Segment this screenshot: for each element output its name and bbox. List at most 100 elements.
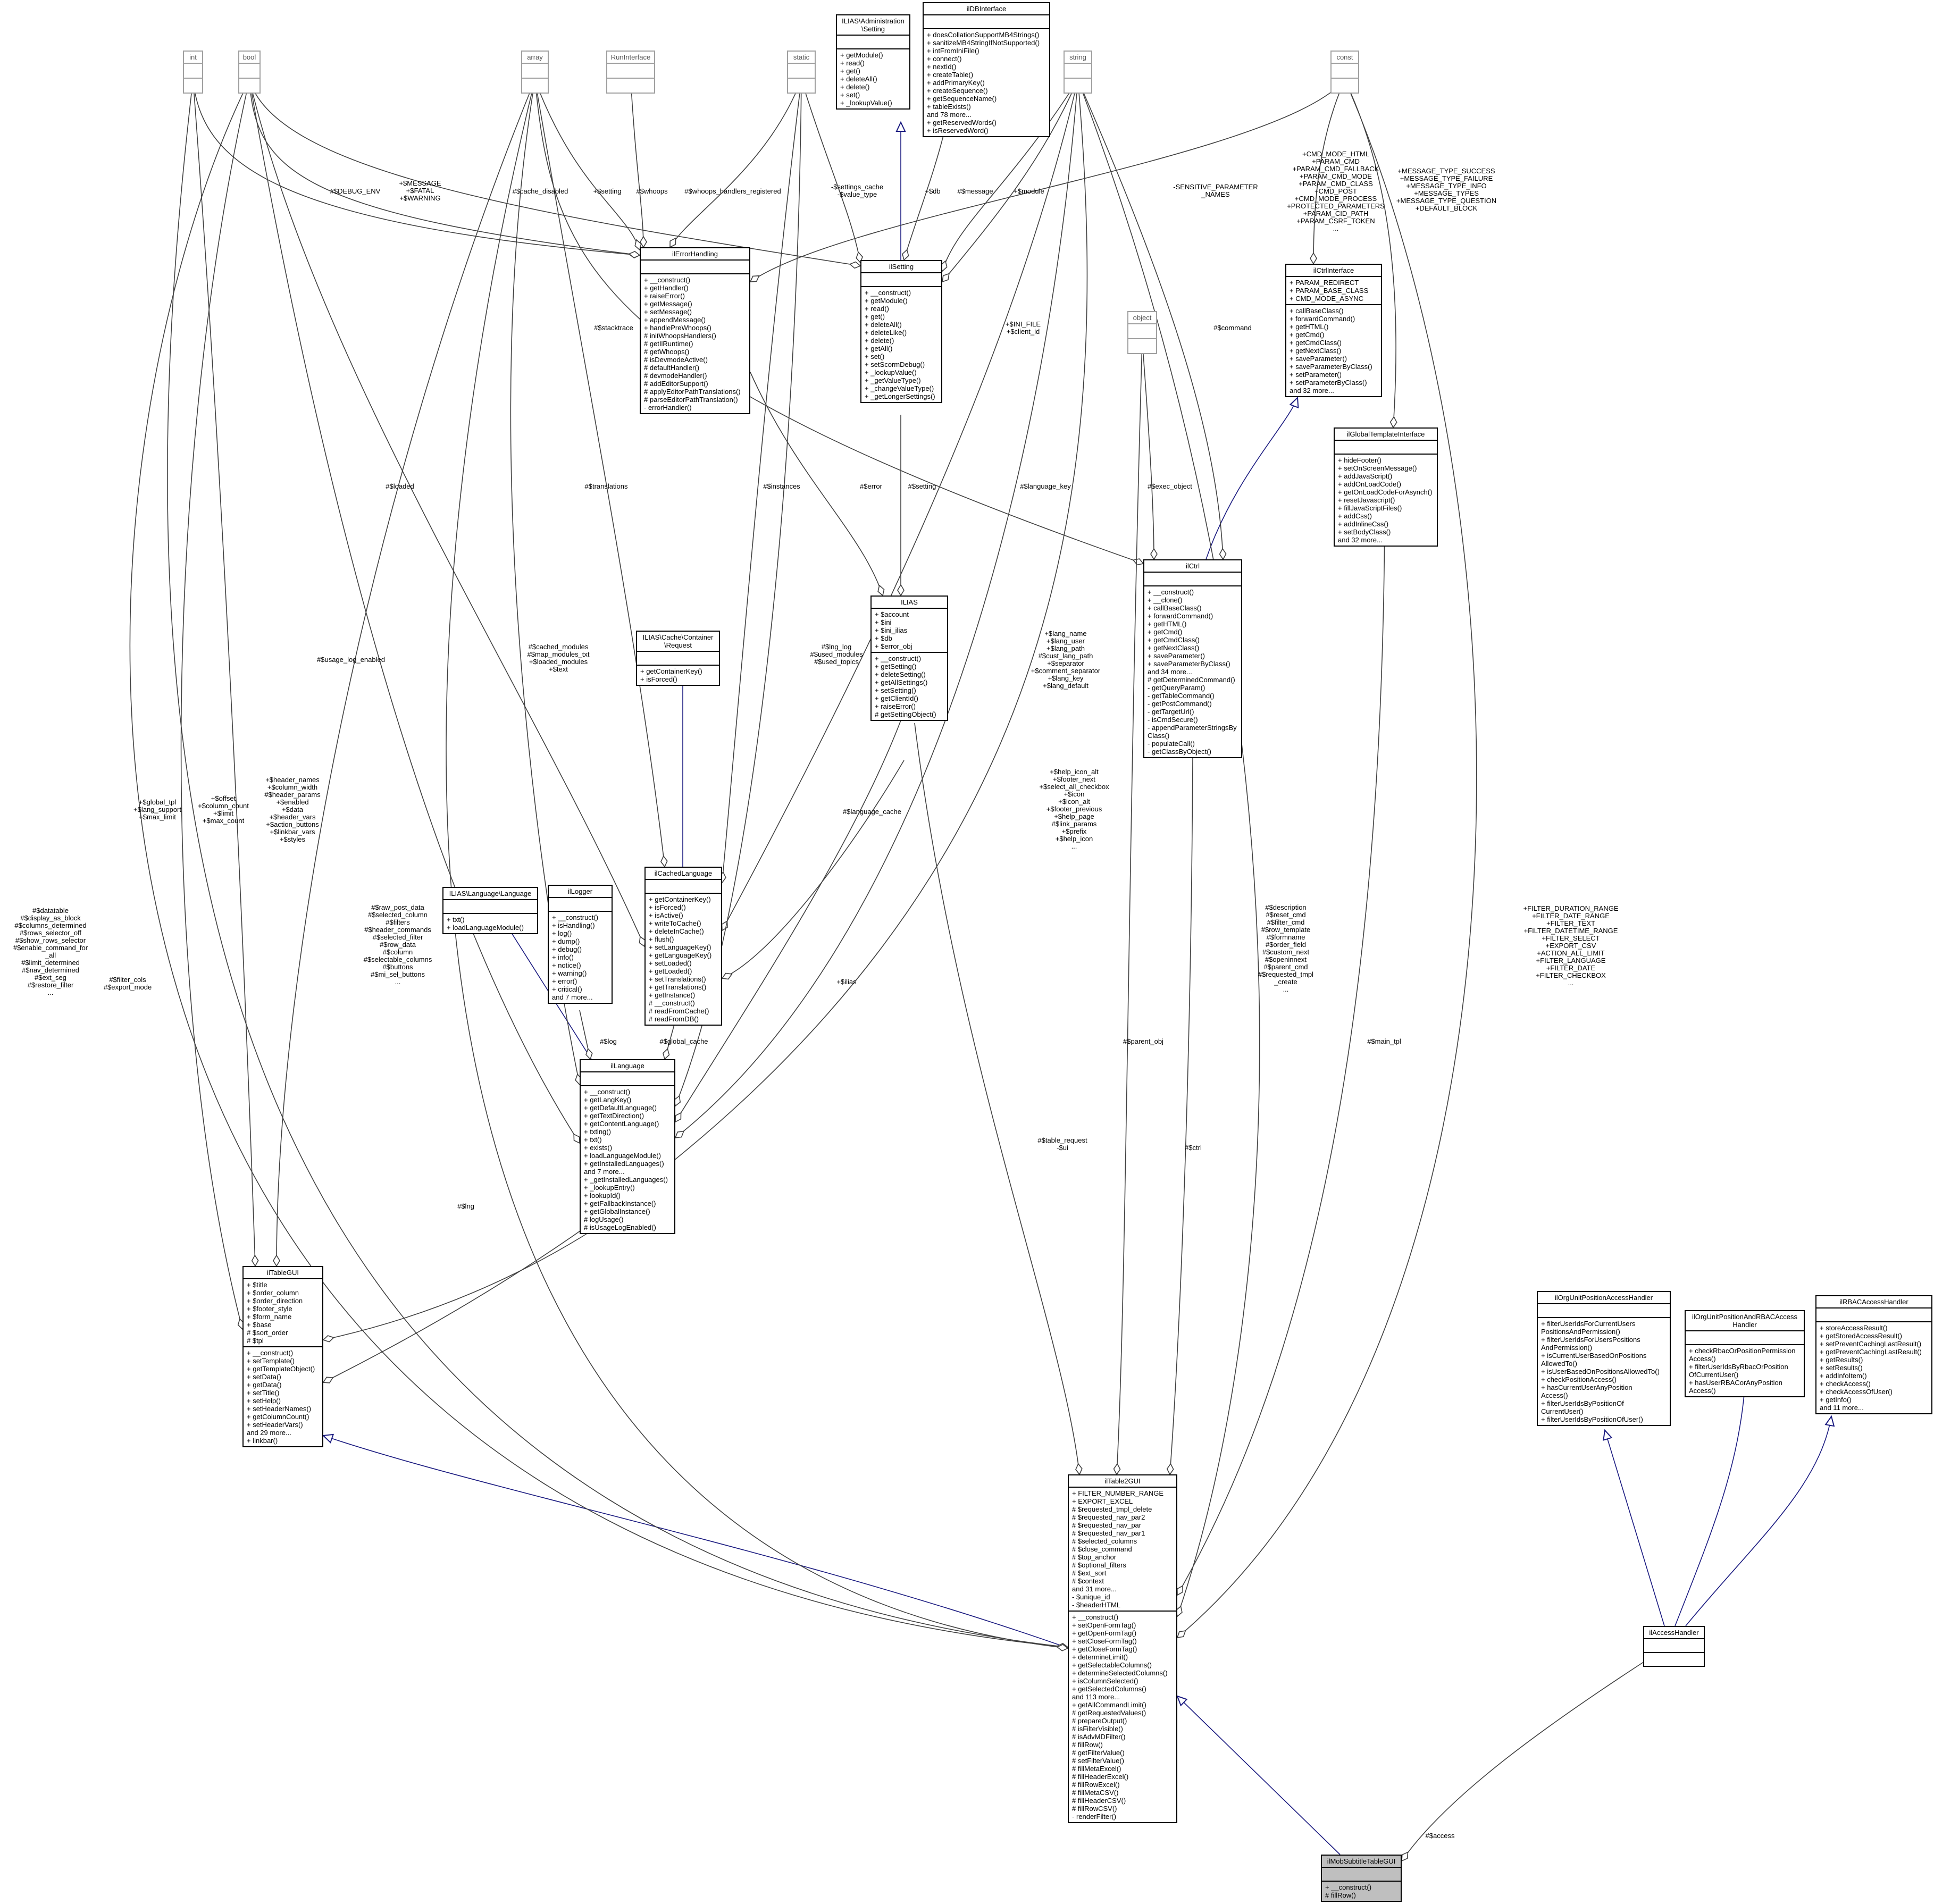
class-method: + setCloseFormTag() (1072, 1637, 1137, 1645)
class-method: + notice() (552, 961, 581, 969)
class-runinterface[interactable]: RunInterface (606, 51, 655, 94)
class-ilorgunitpositionaccesshandler[interactable]: ilOrgUnitPositionAccessHandler + filterU… (1537, 1291, 1671, 1426)
class-ilias[interactable]: ILIAS + $account+ $ini+ $ini_ilias+ $db+… (870, 595, 948, 721)
class-method: + storeAccessResult() (1820, 1324, 1888, 1332)
class-method: # readFromCache() (649, 1007, 709, 1015)
attributes-section (1686, 1330, 1804, 1344)
class-const[interactable]: const (1330, 51, 1359, 94)
attributes-section (1644, 1638, 1704, 1652)
class-iltablegui[interactable]: ilTableGUI + $title+ $order_column+ $ord… (242, 1266, 323, 1447)
attributes-section (607, 63, 654, 78)
edge-label: -$settings_cache -$value_type (831, 183, 884, 198)
class-method: + getStoredAccessResult() (1820, 1332, 1902, 1340)
class-method: + filterUserIdsByPositionOf CurrentUser(… (1541, 1399, 1624, 1415)
class-method: + deleteAll() (865, 321, 902, 329)
class-title: ILIAS\Language\Language (449, 890, 532, 898)
class-method: + _lookupEntry() (584, 1184, 635, 1192)
class-attribute: # $top_anchor (1072, 1553, 1117, 1561)
class-admin-setting[interactable]: ILIAS\Administration \Setting + getModul… (836, 14, 910, 110)
attributes-section (1332, 63, 1358, 78)
attributes-section (837, 35, 909, 48)
class-method: + getSequenceName() (927, 95, 997, 103)
class-ilcachedlanguage[interactable]: ilCachedLanguage + getContainerKey()+ is… (644, 867, 722, 1026)
class-ilctrlinterface[interactable]: ilCtrlInterface + PARAM_REDIRECT+ PARAM_… (1285, 264, 1382, 397)
class-ilrbacaccesshandler[interactable]: ilRBACAccessHandler + storeAccessResult(… (1815, 1295, 1932, 1414)
class-illogger[interactable]: ilLogger + __construct()+ isHandling()+ … (548, 885, 613, 1004)
class-title: const (1336, 53, 1353, 61)
association-edge (904, 122, 947, 260)
class-method: + _getValueType() (865, 376, 921, 384)
association-edge (1117, 340, 1143, 1474)
class-method: + setScormDebug() (865, 360, 925, 368)
class-title: ILIAS\Administration \Setting (842, 17, 905, 33)
class-attribute: + $ini_ilias (875, 626, 908, 634)
class-method: # fillRow() (1072, 1741, 1103, 1749)
class-cache-request[interactable]: ILIAS\Cache\Container \Request + getCont… (636, 631, 720, 686)
class-method: + createSequence() (927, 87, 988, 95)
methods-section (239, 78, 259, 93)
class-ilctrl[interactable]: ilCtrl + __construct()+ __clone()+ callB… (1143, 559, 1242, 758)
class-method: + setParameterByClass() (1290, 379, 1367, 387)
class-ilorgunitpositionandrbacaccesshandler[interactable]: ilOrgUnitPositionAndRBACAccess Handler +… (1685, 1310, 1805, 1397)
class-attribute: - $headerHTML (1072, 1601, 1121, 1609)
attributes-section (239, 63, 259, 78)
inheritance-edge (1685, 1416, 1831, 1626)
class-ilaccesshandler[interactable]: ilAccessHandler (1643, 1626, 1705, 1667)
class-method: + connect() (927, 55, 962, 63)
class-method: + setTranslations() (649, 975, 706, 983)
class-method: + getPreventCachingLastResult() (1820, 1348, 1922, 1356)
edge-label: #$raw_post_data #$selected_column #$filt… (363, 903, 432, 986)
class-method: + setHeaderNames() (247, 1405, 312, 1413)
association-edge (180, 79, 250, 1329)
association-edge (942, 79, 1078, 282)
class-array[interactable]: array (521, 51, 549, 94)
class-method: + filterUserIdsByRbacOrPosition OfCurren… (1689, 1363, 1788, 1379)
class-string[interactable]: string (1064, 51, 1092, 94)
attributes-section (1816, 1307, 1931, 1321)
methods-section (522, 78, 548, 93)
class-method: and 32 more... (1338, 536, 1383, 544)
class-method: + setData() (247, 1373, 281, 1381)
class-title: int (189, 53, 197, 61)
class-method: + isForced() (640, 675, 677, 683)
attributes-section (522, 63, 548, 78)
class-static[interactable]: static (787, 51, 816, 94)
class-language-interface[interactable]: ILIAS\Language\Language + txt()+ loadLan… (442, 887, 538, 934)
association-edge (1313, 79, 1345, 264)
class-attribute: # $selected_columns (1072, 1537, 1137, 1545)
class-attribute: + $footer_style (247, 1305, 292, 1313)
class-bool[interactable]: bool (238, 51, 261, 94)
association-edge (1177, 514, 1385, 1595)
class-ilsetting[interactable]: ilSetting + __construct()+ getModule()+ … (860, 260, 942, 403)
class-method: + isReservedWord() (927, 127, 989, 135)
association-edge (722, 79, 1078, 930)
class-method: + getCmd() (1148, 628, 1183, 636)
class-ildbinterface[interactable]: ilDBInterface + doesCollationSupportMB4S… (923, 2, 1050, 137)
class-int[interactable]: int (183, 51, 203, 94)
edge-label: +$setting (593, 187, 622, 195)
class-ilglobaltemplateinterface[interactable]: ilGlobalTemplateInterface + hideFooter()… (1334, 427, 1438, 547)
class-method: + setHeaderVars() (247, 1421, 303, 1429)
methods-section: + __construct()+ getSetting()+ deleteSet… (872, 652, 947, 720)
edge-label: #$table_request -$ui (1037, 1136, 1087, 1152)
class-iltable2gui[interactable]: ilTable2GUI + FILTER_NUMBER_RANGE+ EXPOR… (1068, 1474, 1177, 1823)
class-illanguage[interactable]: ilLanguage + __construct()+ getLangKey()… (580, 1059, 675, 1234)
edge-label: +$offset +$column_count +$limit +$max_co… (198, 794, 249, 825)
class-title: RunInterface (610, 53, 651, 61)
edge-label: +CMD_MODE_HTML +PARAM_CMD +PARAM_CMD_FAL… (1287, 150, 1385, 232)
class-object[interactable]: object (1127, 311, 1157, 354)
methods-section: + getModule()+ read()+ get()+ deleteAll(… (837, 48, 909, 108)
class-method: + getTranslations() (649, 983, 707, 991)
class-method: + loadLanguageModule() (584, 1152, 661, 1160)
attributes-section: + FILTER_NUMBER_RANGE+ EXPORT_EXCEL# $re… (1069, 1487, 1176, 1611)
class-method: + get() (840, 67, 860, 75)
class-ilmobsubtitletablegui[interactable]: ilMobSubtitleTableGUI + __construct()# f… (1321, 1855, 1402, 1902)
class-method: + getAll() (865, 345, 893, 353)
attributes-section (646, 879, 721, 893)
class-attribute: # $requested_nav_par1 (1072, 1529, 1145, 1537)
class-method: + doesCollationSupportMB4Strings() (927, 31, 1040, 39)
class-ilerrorhandling[interactable]: ilErrorHandling + __construct()+ getHand… (640, 247, 750, 414)
methods-section: + txt()+ loadLanguageModule() (443, 913, 537, 933)
class-method: # isAdvMDFilter() (1072, 1733, 1126, 1741)
association-edge (249, 79, 860, 266)
